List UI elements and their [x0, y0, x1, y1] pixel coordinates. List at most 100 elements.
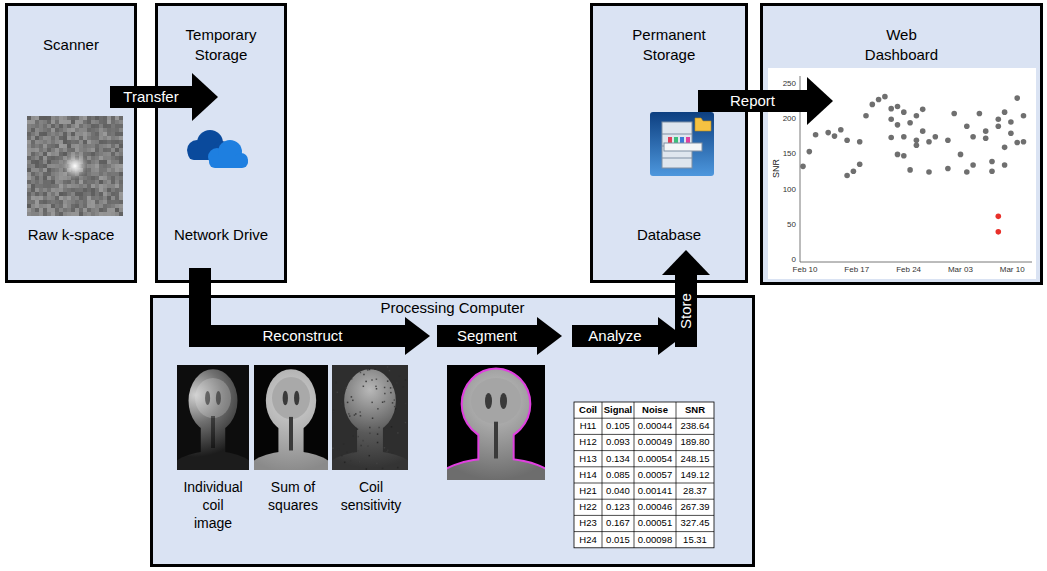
- noise-cell: [43, 180, 47, 184]
- speckle: [355, 413, 357, 415]
- noise-cell: [63, 204, 67, 208]
- noise-cell: [55, 152, 59, 156]
- noise-cell: [107, 120, 111, 124]
- noise-cell: [115, 128, 119, 132]
- arrow-label: Store: [677, 293, 695, 329]
- noise-cell: [107, 172, 111, 176]
- noise-cell: [31, 124, 35, 128]
- noise-cell: [83, 208, 87, 212]
- noise-cell: [103, 156, 107, 160]
- data-dot: [901, 134, 907, 140]
- speckle: [394, 406, 396, 408]
- noise-cell: [103, 188, 107, 192]
- table-rule: [634, 402, 635, 548]
- noise-cell: [47, 196, 51, 200]
- noise-cell: [55, 160, 59, 164]
- noise-cell: [71, 188, 75, 192]
- table-cell: 0.123: [606, 501, 630, 513]
- noise-cell: [39, 168, 43, 172]
- noise-cell: [27, 116, 31, 120]
- data-dot: [895, 122, 901, 128]
- noise-cell: [119, 140, 123, 144]
- data-dot: [958, 152, 964, 158]
- tick-label: Mar 10: [999, 265, 1026, 275]
- speckle: [366, 468, 368, 470]
- database-icon: [650, 112, 714, 176]
- table-cell: H14: [579, 469, 596, 481]
- label-slot: 238.64: [676, 418, 714, 434]
- noise-cell: [103, 164, 107, 168]
- data-dot: [920, 107, 926, 113]
- speckle: [384, 387, 386, 389]
- label-slot: H24: [574, 532, 602, 548]
- noise-cell: [119, 208, 123, 212]
- noise-cell: [75, 116, 79, 120]
- noise-cell: [43, 120, 47, 124]
- noise-cell: [67, 212, 71, 216]
- noise-cell: [115, 168, 119, 172]
- noise-cell: [95, 164, 99, 168]
- noise-cell: [99, 176, 103, 180]
- noise-cell: [67, 124, 71, 128]
- noise-cell: [67, 200, 71, 204]
- noise-cell: [99, 148, 103, 152]
- noise-cell: [63, 188, 67, 192]
- noise-cell: [35, 164, 39, 168]
- noise-cell: [111, 192, 115, 196]
- speckle: [387, 449, 389, 451]
- noise-cell: [95, 192, 99, 196]
- noise-cell: [35, 136, 39, 140]
- noise-cell: [87, 140, 91, 144]
- noise-cell: [91, 164, 95, 168]
- noise-cell: [43, 160, 47, 164]
- speckle: [389, 370, 391, 372]
- noise-cell: [31, 120, 35, 124]
- noise-cell: [119, 188, 123, 192]
- noise-cell: [95, 204, 99, 208]
- noise-cell: [55, 192, 59, 196]
- sum-of-squares-image: [254, 365, 328, 470]
- noise-cell: [67, 188, 71, 192]
- table-cell: 0.093: [606, 436, 630, 448]
- noise-cell: [119, 144, 123, 148]
- noise-cell: [103, 140, 107, 144]
- noise-cell: [91, 184, 95, 188]
- noise-cell: [83, 148, 87, 152]
- noise-cell: [55, 140, 59, 144]
- noise-cell: [35, 208, 39, 212]
- noise-cell: [83, 132, 87, 136]
- tick-label: Mar 03: [947, 265, 974, 275]
- label-slot: SNR: [762, 162, 792, 174]
- speckle: [360, 415, 362, 417]
- noise-cell: [35, 148, 39, 152]
- noise-cell: [91, 132, 95, 136]
- noise-cell: [39, 156, 43, 160]
- noise-cell: [107, 204, 111, 208]
- speckle: [367, 445, 369, 447]
- noise-cell: [75, 148, 79, 152]
- image-caption: Coil sensitivity: [332, 478, 410, 514]
- arrow-label: Reconstruct: [262, 327, 342, 345]
- noise-cell: [27, 120, 31, 124]
- noise-cell: [43, 116, 47, 120]
- table-rule: [574, 531, 714, 532]
- noise-cell: [103, 160, 107, 164]
- noise-cell: [31, 212, 35, 216]
- noise-cell: [83, 180, 87, 184]
- noise-cell: [91, 160, 95, 164]
- noise-cell: [115, 180, 119, 184]
- label-slot: H23: [574, 515, 602, 531]
- speckle: [384, 401, 386, 403]
- noise-cell: [119, 120, 123, 124]
- noise-cell: [63, 132, 67, 136]
- table-rule: [574, 466, 714, 467]
- noise-cell: [59, 192, 63, 196]
- cloud-part: [209, 156, 248, 168]
- label-slot: Transfer: [91, 87, 211, 107]
- noise-cell: [51, 184, 55, 188]
- data-dot: [920, 128, 926, 134]
- noise-cell: [43, 156, 47, 160]
- speckle: [396, 382, 398, 384]
- noise-cell: [75, 140, 79, 144]
